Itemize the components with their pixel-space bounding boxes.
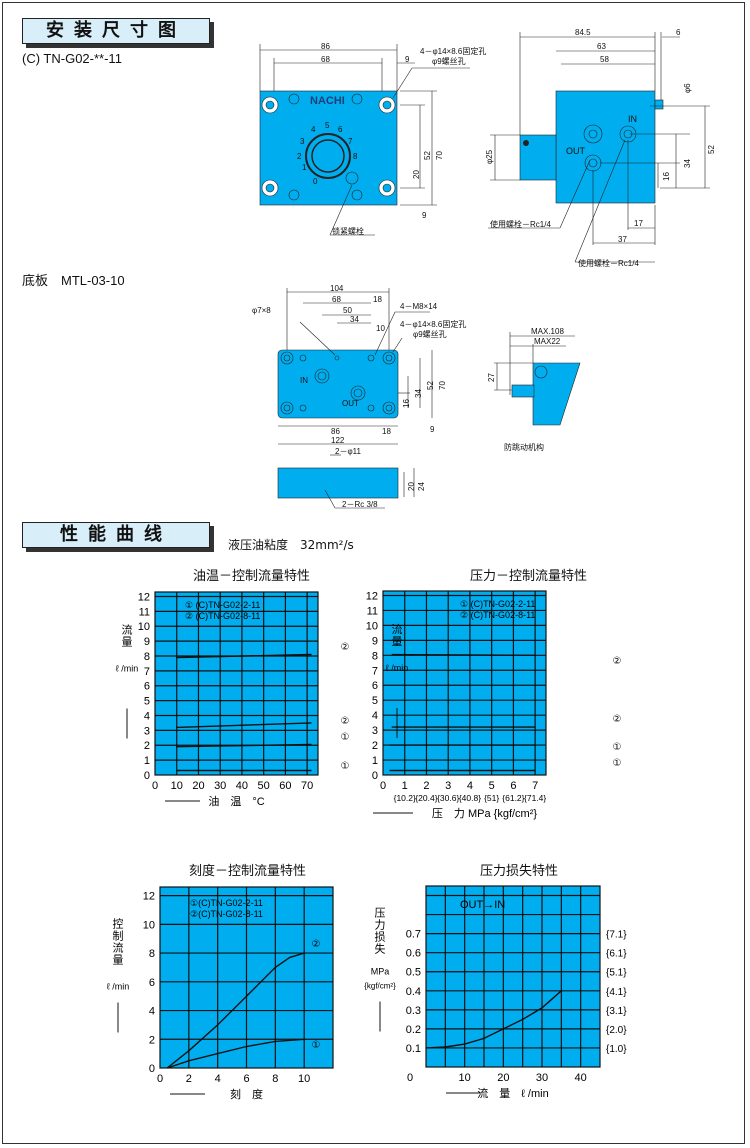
dim-52: 52	[707, 145, 716, 154]
dim-18: 18	[373, 295, 382, 304]
dim-34: 34	[350, 315, 359, 324]
dim-max22: MAX22	[534, 337, 561, 346]
dim-50: 50	[343, 306, 352, 315]
dim-20: 20	[412, 170, 421, 179]
dim-34-b: 34	[414, 389, 423, 398]
dim-86: 86	[331, 427, 340, 436]
dim-17: 17	[634, 219, 643, 228]
valve-front-view: NACHI 0 1 2 3 4 5 6 7 8	[259, 42, 486, 236]
dim-6: 6	[676, 28, 681, 37]
valve-side-view: OUT IN 84.5 6	[485, 28, 716, 268]
dim-86: 86	[321, 42, 330, 51]
dim-84-5: 84.5	[575, 28, 591, 37]
dim-68: 68	[321, 55, 330, 64]
dim-52: 52	[423, 151, 432, 160]
dim-2-phi11: 2－φ11	[335, 447, 361, 456]
scale-mark: 8	[353, 152, 358, 161]
dim-52: 52	[426, 381, 435, 390]
dim-27: 27	[487, 373, 496, 382]
chart-title: 压力－控制流量特性	[470, 569, 588, 584]
section-title-dimensions: 安装尺寸图	[22, 18, 210, 44]
thread-note: φ9螺丝孔	[432, 56, 466, 66]
dim-9: 9	[405, 55, 410, 64]
dim-70: 70	[438, 381, 447, 390]
port-in-label: IN	[300, 376, 308, 385]
dim-58: 58	[600, 55, 609, 64]
dim-16: 16	[662, 172, 671, 181]
dim-16: 16	[402, 399, 411, 408]
dimension-drawings: NACHI 0 1 2 3 4 5 6 7 8	[252, 28, 716, 509]
scale-mark: 6	[338, 125, 343, 134]
note-m8: 4－M8×14	[400, 302, 438, 311]
baseplate-title: 底板 MTL-03-10	[22, 273, 125, 288]
scale-mark: 3	[300, 137, 305, 146]
hole-note: 4－φ14×8.6固定孔	[420, 46, 486, 56]
brand-logo: NACHI	[310, 95, 345, 107]
dim-max108: MAX.108	[531, 327, 564, 336]
dim-phi25: φ25	[485, 149, 494, 164]
chart-title: 刻度－控制流量特性	[189, 864, 307, 879]
anti-rotation-label: 防跳动机构	[504, 442, 544, 452]
dim-10: 10	[376, 324, 385, 333]
chart-title: 压力损失特性	[480, 864, 559, 879]
scale-mark: 1	[302, 163, 307, 172]
dim-34: 34	[683, 159, 692, 168]
note-thread-hole: φ9螺丝孔	[413, 329, 447, 339]
chart-title: 油温－控制流量特性	[193, 569, 311, 584]
dim-68: 68	[332, 295, 341, 304]
dim-37: 37	[618, 235, 627, 244]
note-fix-hole: 4－φ14×8.6固定孔	[400, 319, 466, 329]
model-label: (C) TN-G02-**-11	[22, 51, 122, 66]
port-in-label: IN	[628, 114, 637, 124]
port-out-label: OUT	[566, 146, 586, 156]
dim-2-rc38: 2－Rc 3/8	[342, 500, 378, 509]
dim-9: 9	[430, 425, 435, 434]
dim-phi7x8: φ7×8	[252, 306, 271, 315]
baseplate-top-view: IN OUT 104 68 18 50	[252, 284, 466, 509]
scale-mark: 7	[348, 137, 353, 146]
dim-phi6: φ6	[683, 83, 692, 93]
bolt-note-in: 使用螺栓－Rc1/4	[578, 258, 639, 268]
dim-122: 122	[331, 436, 345, 445]
dim-104: 104	[330, 284, 344, 293]
dim-18-b: 18	[382, 427, 391, 436]
dim-24: 24	[417, 482, 426, 491]
section-title-performance: 性能曲线	[22, 522, 210, 548]
scale-mark: 4	[311, 125, 316, 134]
viscosity-note: 液压油粘度 32mm²/s	[228, 538, 354, 552]
scale-mark: 5	[325, 121, 330, 130]
anti-rotation-mechanism: MAX.108 MAX22 27 防跳动机构	[487, 327, 581, 452]
dim-70: 70	[435, 151, 444, 160]
bolt-note-out: 使用螺栓－Rc1/4	[490, 219, 551, 229]
dim-63: 63	[597, 42, 606, 51]
scale-mark: 0	[313, 177, 318, 186]
lock-bolt-label: 锁紧螺栓	[332, 226, 364, 236]
dim-20: 20	[407, 482, 416, 491]
dim-9-bottom: 9	[422, 211, 427, 220]
port-out-label: OUT	[342, 399, 359, 408]
scale-mark: 2	[297, 152, 302, 161]
